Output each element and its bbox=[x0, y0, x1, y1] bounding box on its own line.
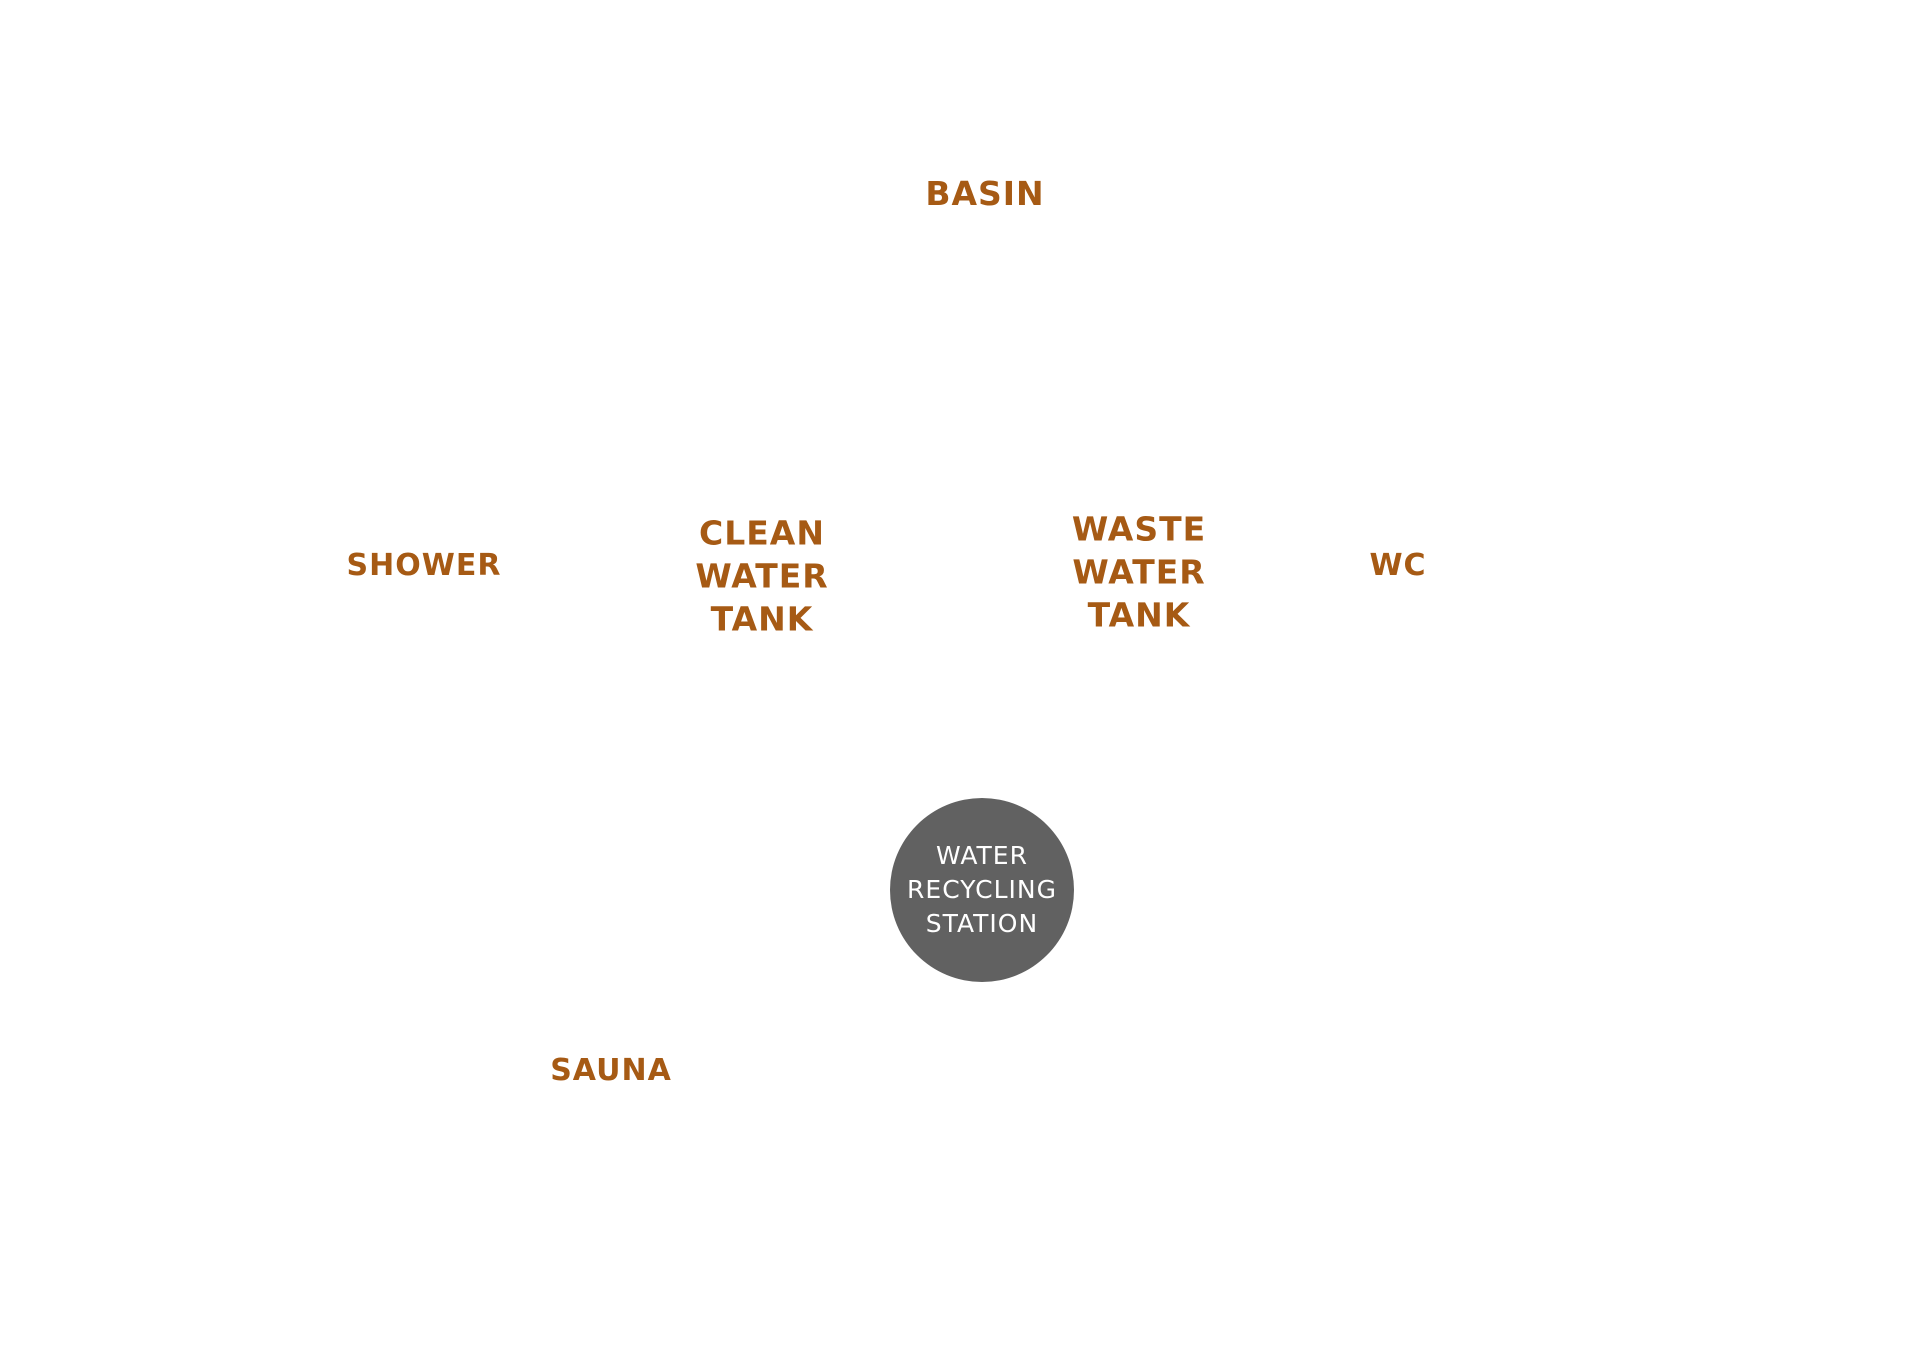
wc-label: WC bbox=[1369, 548, 1426, 584]
basin-label: BASIN bbox=[925, 174, 1044, 214]
water-recycling-station-node: WATER RECYCLING STATION bbox=[890, 798, 1074, 982]
station-line-1: WATER bbox=[936, 841, 1028, 870]
clean-water-tank-line-1: CLEAN bbox=[699, 513, 825, 553]
waste-water-tank-line-3: TANK bbox=[1087, 595, 1191, 635]
water-recycling-station-label: WATER RECYCLING STATION bbox=[907, 839, 1057, 941]
waste-water-tank-line-1: WASTE bbox=[1071, 509, 1207, 549]
station-line-3: STATION bbox=[925, 909, 1039, 938]
sauna-label: SAUNA bbox=[550, 1053, 672, 1089]
basin-label-line: BASIN bbox=[925, 174, 1045, 214]
shower-label: SHOWER bbox=[347, 548, 502, 584]
sauna-label-line: SAUNA bbox=[550, 1053, 672, 1088]
clean-water-tank-line-3: TANK bbox=[710, 599, 814, 639]
station-line-2: RECYCLING bbox=[907, 875, 1057, 904]
clean-water-tank-label: CLEAN WATER TANK bbox=[695, 512, 828, 641]
shower-label-line: SHOWER bbox=[346, 548, 502, 583]
clean-water-tank-line-2: WATER bbox=[695, 556, 829, 596]
waste-water-tank-label: WASTE WATER TANK bbox=[1072, 508, 1206, 637]
waste-water-tank-line-2: WATER bbox=[1072, 552, 1206, 592]
wc-label-line: WC bbox=[1369, 548, 1427, 583]
